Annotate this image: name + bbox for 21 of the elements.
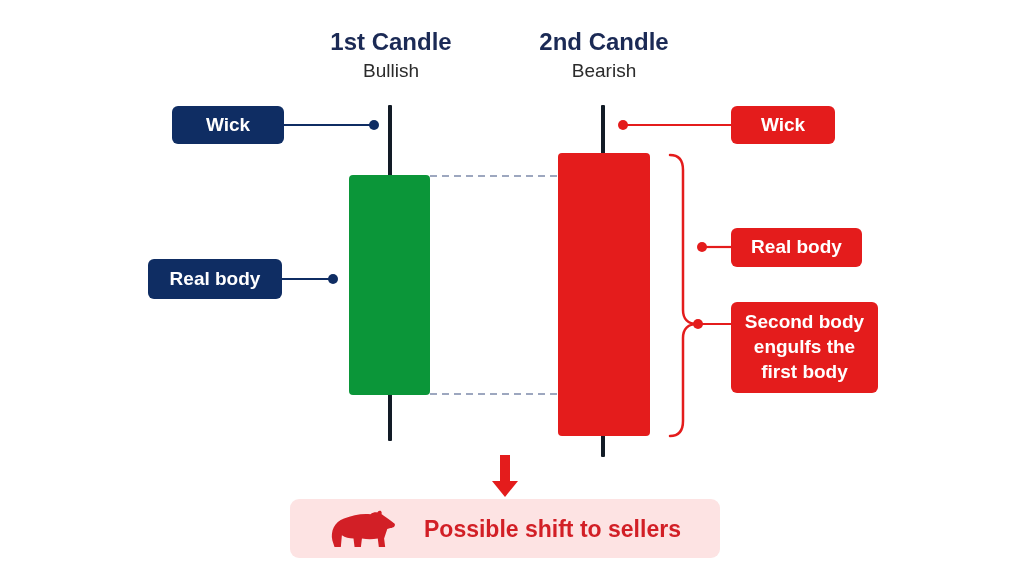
leader-line <box>618 120 731 130</box>
callout-banner <box>290 499 720 558</box>
candle-body <box>349 175 430 395</box>
guide-line <box>429 175 559 177</box>
arrow <box>492 455 518 497</box>
candle-title: 1st Candle <box>330 28 452 56</box>
banner-text: Possible shift to sellers <box>424 515 681 542</box>
leader-line <box>697 242 731 252</box>
leader-line <box>693 319 731 329</box>
candle-body <box>558 153 650 436</box>
callout-label: Second body engulfs the first body <box>731 302 878 393</box>
leader-line <box>282 274 338 284</box>
candle-subtitle: Bullish <box>363 60 419 82</box>
leader-line <box>284 120 379 130</box>
callout-label: Wick <box>731 106 835 144</box>
callout-label: Real body <box>148 259 282 299</box>
callout-label: Wick <box>172 106 284 144</box>
candle-subtitle: Bearish <box>571 60 637 82</box>
guide-line <box>429 393 559 395</box>
callout-label: Real body <box>731 228 862 267</box>
candle-title: 2nd Candle <box>539 28 669 56</box>
